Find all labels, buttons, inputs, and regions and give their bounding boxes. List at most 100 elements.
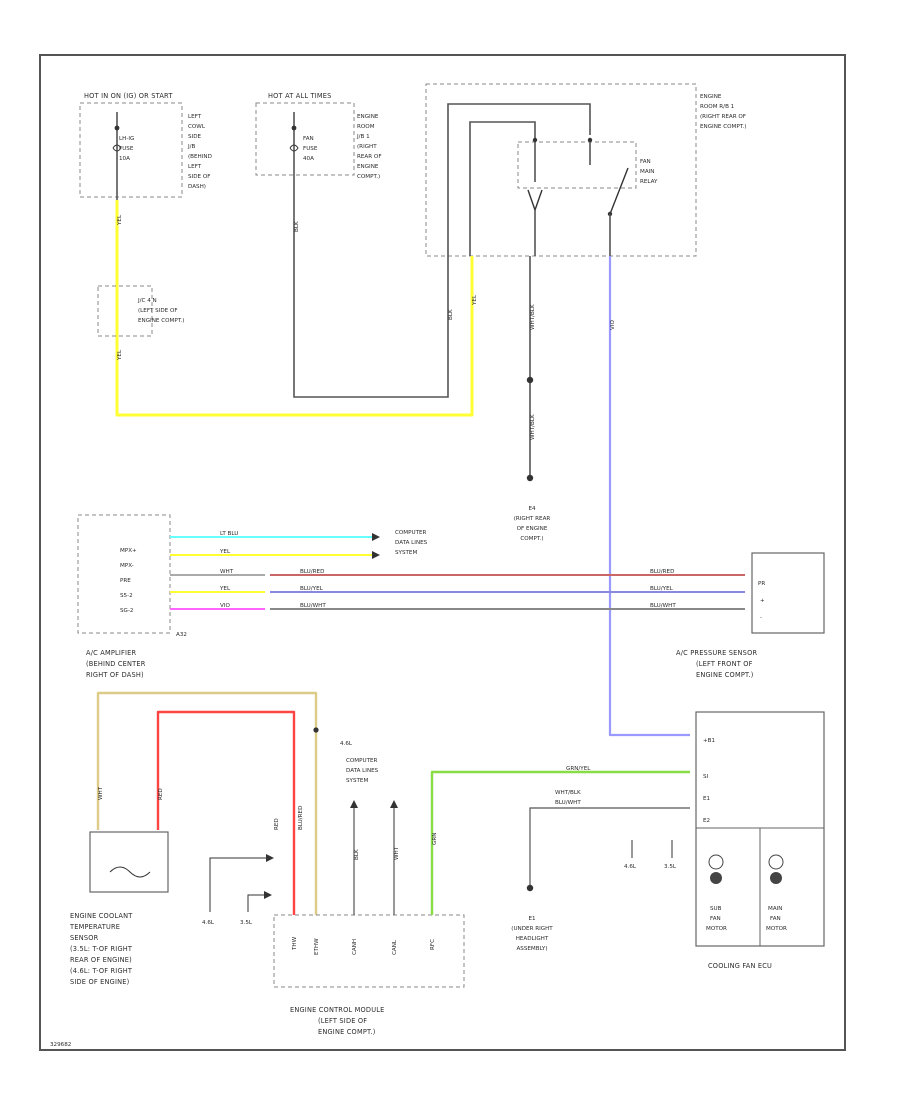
jc-label-1: (LEFT SIDE OF (138, 308, 178, 314)
hot-run-label: HOT IN ON (IG) OR START (84, 92, 173, 100)
fuse-box-engine-label-4: REAR OF (357, 154, 382, 160)
fuse-2-line1: FAN (303, 136, 314, 142)
fuse-box-left-label-3: J/B (187, 144, 196, 150)
ecm-pin-canl: CANL (392, 939, 398, 955)
fuse-box-left-cowl: HOT IN ON (IG) OR START LH-IG FUSE 10A L… (79, 92, 212, 198)
tag-can-1: BLK (354, 849, 360, 860)
tag-whtblk-2: WHT/BLK (530, 414, 536, 440)
fuse-symbol-1 (112, 112, 122, 200)
variant-35-fan: 3.5L (664, 864, 677, 870)
fan-pin-si: SI (703, 774, 709, 780)
variant-46-left: 4.6L (202, 920, 215, 926)
main-fan-l2: MOTOR (766, 926, 787, 932)
fan-relay-label-2: RELAY (640, 179, 658, 185)
e4-label-2: OF ENGINE (517, 526, 548, 532)
fuse-box-engine-label-6: COMPT.) (357, 174, 380, 180)
coolant-label-4: REAR OF ENGINE) (70, 956, 132, 964)
variant-46-fan: 4.6L (624, 864, 637, 870)
tag-blu-yel-2: BLU/YEL (650, 586, 674, 592)
fan-ecu-variant-marks: 4.6L 3.5L (624, 840, 677, 870)
amp-conn-id: A32 (176, 632, 187, 638)
amp-pin-pre: PRE (120, 578, 131, 584)
fuse-box-engine-label-2: J/B 1 (356, 134, 370, 140)
fuse-1-line1: LH-IG (119, 136, 134, 142)
tag-grn-yel: GRN/YEL (566, 766, 591, 772)
wire-violet-fan (608, 256, 690, 737)
tag-blk-2: BLK (448, 309, 454, 320)
footer-code: 329682 (50, 1042, 71, 1048)
ecm-label-1: (LEFT SIDE OF (318, 1017, 367, 1025)
tag-vio-1: VIO (610, 320, 616, 330)
amp-pin-mpx-plus: MPX+ (120, 548, 137, 554)
tag-e1-1: WHT/BLK (555, 790, 581, 796)
cdl-bot-2: SYSTEM (346, 778, 368, 784)
tag-grn: GRN (432, 833, 438, 845)
wire-ground-e1 (529, 807, 690, 888)
e1-label-3: ASSEMBLY) (516, 946, 547, 952)
ecm-pin-ethw: ETHW (314, 938, 320, 955)
fan-relay-label-1: MAIN (640, 169, 655, 175)
main-fan-motor-icon (768, 854, 784, 884)
main-fan-l0: MAIN (768, 906, 783, 912)
fuse-2-line3: 40A (303, 156, 314, 162)
fuse-box-left-label-6: SIDE OF (188, 174, 210, 180)
e4-label-0: E4 (528, 506, 536, 512)
ecm-variant-arrows: 4.6L 3.5L (202, 854, 274, 926)
ecm-label-0: ENGINE CONTROL MODULE (290, 1006, 384, 1014)
amp-pin-sg-2: SG-2 (120, 608, 133, 614)
tag-lt-blu: LT BLU (220, 531, 238, 537)
fuse-box-left-label-5: LEFT (188, 164, 202, 170)
amp-pin-s5-2: S5-2 (120, 593, 133, 599)
tag-yel-2: YEL (117, 349, 123, 361)
amp-label-1: (BEHIND CENTER (86, 660, 146, 668)
relay-box: ENGINE ROOM R/B 1 (RIGHT REAR OF ENGINE … (425, 83, 746, 257)
diagram-frame (39, 54, 846, 1051)
tag-ecm-red: RED (274, 818, 280, 830)
tag-vio-sg: VIO (220, 603, 230, 609)
sub-fan-l0: SUB (710, 906, 722, 912)
ecm-pin-canh: CANH (352, 939, 358, 955)
tag-yel-amp: YEL (219, 549, 231, 555)
cdl-bot-1: DATA LINES (346, 768, 379, 774)
ps-pin-minus: - (760, 615, 762, 621)
amp-pin-mpx-minus: MPX- (120, 563, 134, 569)
tag-yel-3: YEL (472, 294, 478, 306)
cdl-top-0: COMPUTER (395, 530, 427, 536)
fuse-box-left-label-1: COWL (188, 124, 206, 130)
fuse-box-left-label-0: LEFT (188, 114, 202, 120)
relay-box-label-0: ENGINE (700, 94, 722, 100)
fan-main-relay-symbol (447, 103, 629, 256)
fuse-box-engine-label-1: ROOM (357, 124, 375, 130)
engine-control-module: THW ETHW CANH CANL RFC ENGINE CONTROL MO… (273, 914, 465, 1036)
relay-box-label-3: ENGINE COMPT.) (700, 124, 746, 130)
tag-yel-1: YEL (117, 214, 123, 226)
tag-blk-1: BLK (294, 221, 300, 232)
ps-pin-pr: PR (758, 581, 765, 587)
coolant-label-6: SIDE OF ENGINE) (70, 978, 129, 986)
fuse-1-line3: 10A (119, 156, 130, 162)
fuse-box-engine-label-3: (RIGHT (357, 144, 377, 150)
tag-coolant-1: WHT (98, 786, 104, 800)
e1-label-1: (UNDER RIGHT (511, 926, 553, 932)
splice-dot (526, 376, 534, 384)
ecm-pin-rfc: RFC (430, 939, 436, 950)
tag-ecm-blured: BLU/RED (298, 806, 304, 830)
tag-blu-red-2: BLU/RED (650, 569, 674, 575)
tag-yel-pre: YEL (219, 586, 231, 592)
tag-blu-wht-1: BLU/WHT (300, 603, 326, 609)
ps-label-2: ENGINE COMPT.) (696, 671, 754, 679)
main-fan-l1: FAN (770, 916, 781, 922)
variant-46-ecm: 4.6L (340, 741, 353, 747)
e4-label-3: COMPT.) (520, 536, 543, 542)
ground-e4-label: E4 (RIGHT REAR OF ENGINE COMPT.) (514, 506, 551, 542)
fuse-box-left-label-2: SIDE (188, 134, 202, 140)
ecm-label-2: ENGINE COMPT.) (318, 1028, 376, 1036)
fuse-1-line2: FUSE (119, 146, 134, 152)
ac-pressure-sensor: PR + - A/C PRESSURE SENSOR (LEFT FRONT O… (676, 552, 825, 679)
ac-amp-wires: LT BLU YEL COMPUTER DATA LINES SYSTEM WH… (170, 530, 745, 610)
wire-blk-loop (293, 178, 449, 398)
connector-jc4n: J/C 4 N (LEFT SIDE OF ENGINE COMPT.) (97, 285, 184, 337)
fan-pin-e1: E1 (703, 796, 711, 802)
coolant-label-1: TEMPERATURE (69, 923, 120, 931)
